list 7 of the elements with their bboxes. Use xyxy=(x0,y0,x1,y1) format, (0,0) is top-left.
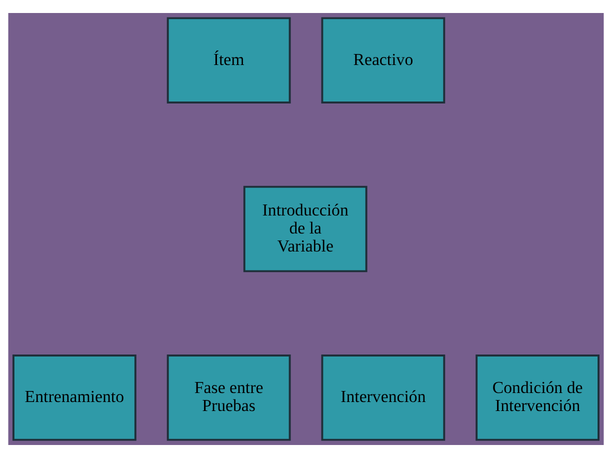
node-box: Ítem xyxy=(166,17,291,104)
node-box: Intervención xyxy=(321,354,446,441)
node-box: Introducción de la Variable xyxy=(243,186,368,272)
node-box: Fase entre Pruebas xyxy=(166,354,291,441)
node-box: Reactivo xyxy=(321,17,446,104)
node-box: Condición de Intervención xyxy=(476,354,600,441)
node-box: Entrenamiento xyxy=(12,354,136,441)
